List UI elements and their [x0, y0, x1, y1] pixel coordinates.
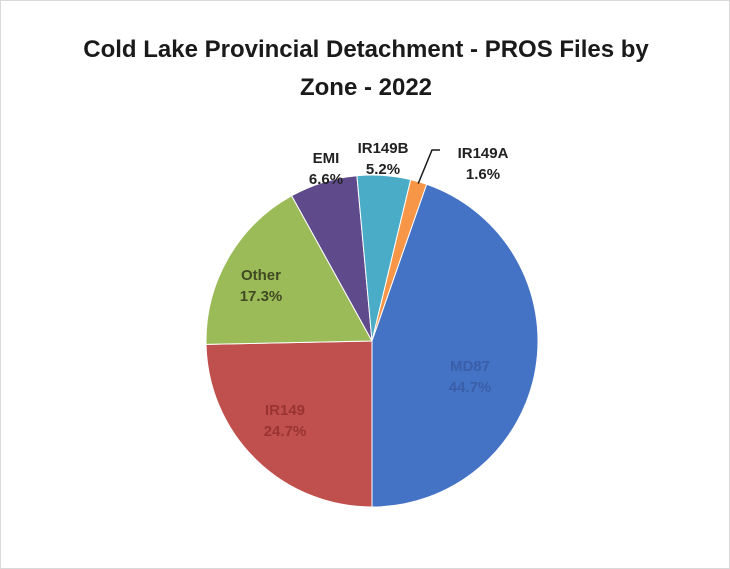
chart-title-line-1: Cold Lake Provincial Detachment - PROS F…	[83, 36, 649, 63]
slice-labels: MD87 44.7% IR149 24.7% Other 17.3% EMI 6.6% IR14…	[240, 140, 509, 440]
data-label-category: MD87	[450, 358, 490, 375]
data-label-percent: 24.7%	[264, 423, 307, 440]
data-label-category: EMI	[313, 150, 340, 167]
data-label-ir149: IR149 24.7%	[264, 402, 307, 440]
data-label-category: Other	[241, 267, 281, 284]
data-label-category: IR149	[265, 402, 305, 419]
leader-lines	[417, 149, 440, 184]
leader-line-ir149a	[417, 149, 440, 184]
data-label-percent: 5.2%	[366, 161, 400, 178]
data-label-other: Other 17.3%	[240, 267, 283, 305]
data-label-percent: 1.6%	[466, 166, 500, 183]
data-label-category: IR149B	[358, 140, 409, 157]
data-label-ir149a: IR149A 1.6%	[458, 145, 509, 183]
chart-title: Cold Lake Provincial Detachment - PROS F…	[41, 31, 691, 107]
data-label-md87: MD87 44.7%	[449, 358, 492, 396]
data-label-category: IR149A	[458, 145, 509, 162]
data-label-percent: 44.7%	[449, 379, 492, 396]
chart-title-line-2: Zone - 2022	[299, 74, 433, 101]
data-label-ir149b: IR149B 5.2%	[358, 140, 409, 178]
data-label-percent: 17.3%	[240, 288, 283, 305]
pie-slices	[205, 174, 539, 508]
pie-slice-md87	[371, 183, 539, 508]
pie-slice-ir149	[205, 340, 373, 508]
data-label-percent: 6.6%	[309, 171, 343, 188]
data-label-emi: EMI 6.6%	[309, 150, 343, 188]
pie-slice-other	[205, 195, 373, 345]
